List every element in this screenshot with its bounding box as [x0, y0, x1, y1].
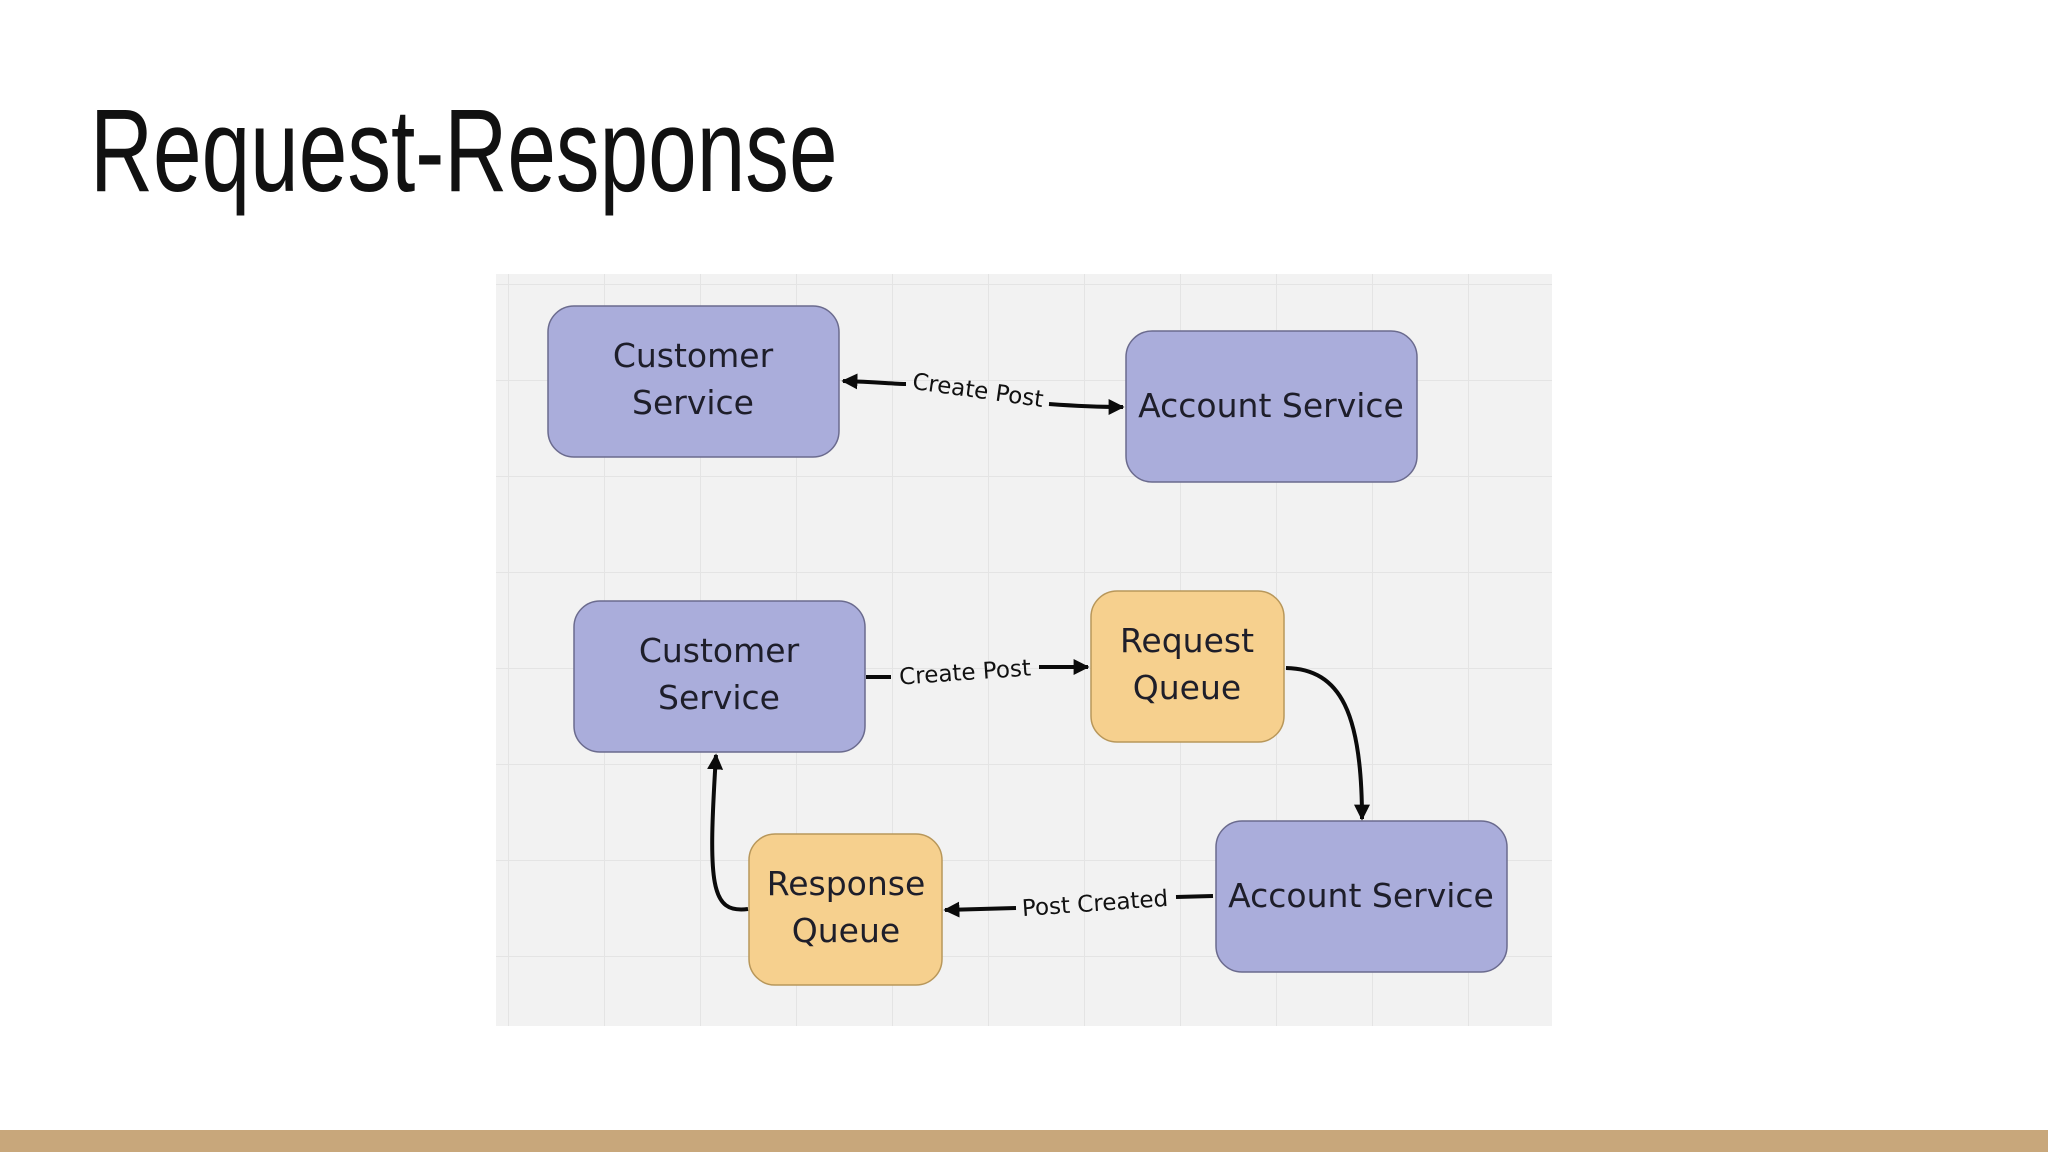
bottom-create-post-label: Create Post [898, 655, 1031, 690]
bottom-customer-service-line2: Service [658, 678, 780, 717]
request-queue-line1: Request [1120, 621, 1254, 660]
bottom-account-service-node: Account Service [1215, 820, 1508, 973]
bottom-customer-service-node: Customer Service [573, 600, 866, 753]
top-account-service-node: Account Service [1125, 330, 1418, 483]
top-account-service-label: Account Service [1138, 386, 1404, 425]
response-queue-node: Response Queue [748, 833, 943, 986]
response-to-customer-edge [707, 753, 749, 912]
top-customer-service-line1: Customer [613, 336, 774, 375]
slide-title: Request-Response [90, 85, 838, 217]
request-to-account-edge [1285, 666, 1370, 821]
architecture-diagram: Customer Service Account Service Create … [496, 274, 1552, 1026]
bottom-create-post-edge: Create Post [866, 655, 1090, 691]
post-created-edge: Post Created [943, 886, 1214, 922]
diagram-canvas: Customer Service Account Service Create … [547, 305, 1508, 986]
bottom-account-service-label: Account Service [1228, 876, 1494, 915]
request-queue-node: Request Queue [1090, 590, 1285, 743]
top-create-post-label: Create Post [911, 369, 1045, 413]
response-queue-line2: Queue [792, 911, 900, 950]
response-queue-line1: Response [767, 864, 926, 903]
top-create-post-edge: Create Post [841, 369, 1125, 415]
footer-accent-bar [0, 1130, 2048, 1152]
top-customer-service-node: Customer Service [547, 305, 840, 458]
request-queue-line2: Queue [1133, 668, 1241, 707]
bottom-customer-service-line1: Customer [639, 631, 800, 670]
top-customer-service-line2: Service [632, 383, 754, 422]
post-created-label: Post Created [1021, 886, 1169, 922]
